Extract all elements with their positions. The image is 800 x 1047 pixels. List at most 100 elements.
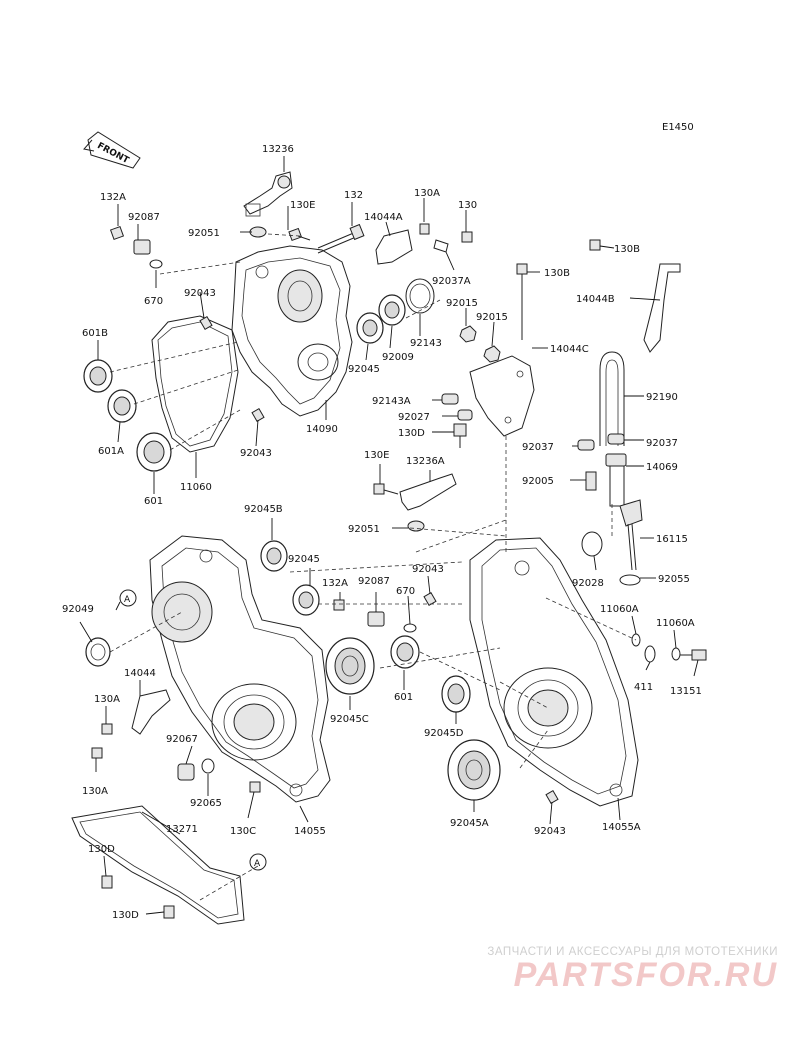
cover-14090 <box>231 245 353 417</box>
label-601-mid: 601 <box>394 692 413 703</box>
bearing-92045b <box>260 540 288 572</box>
switch-92087-mid <box>367 611 385 627</box>
plug-92067 <box>177 763 195 781</box>
watermark-caption: ЗАПЧАСТИ И АКСЕССУАРЫ ДЛЯ МОТОТЕХНИКИ <box>487 946 778 958</box>
bolt-130d-mid <box>453 423 467 448</box>
crankcase-14055 <box>149 535 331 803</box>
seal-92049 <box>85 637 111 667</box>
label-130a-top: 130A <box>414 188 440 199</box>
label-601-top: 601 <box>144 496 163 507</box>
clamp-92037-l <box>577 439 595 451</box>
label-11060a-b: 11060A <box>656 618 695 629</box>
dowel-pin-92043-low <box>423 591 437 607</box>
label-130a-l: 130A <box>94 694 120 705</box>
label-132a-top: 132A <box>100 192 126 203</box>
label-14044c: 14044C <box>550 344 589 355</box>
label-14044b: 14044B <box>576 294 615 305</box>
seal-92051-top <box>249 226 267 238</box>
bolt-130a-l <box>101 723 113 735</box>
dowel-pin-92043-bot <box>545 789 559 805</box>
label-130b-a: 130B <box>544 268 570 279</box>
label-130c: 130C <box>230 826 256 837</box>
dowel-pin-92043-top <box>199 315 213 331</box>
label-92190: 92190 <box>646 392 678 403</box>
label-601a: 601A <box>98 446 124 457</box>
label-92028: 92028 <box>572 578 604 589</box>
label-92143: 92143 <box>410 338 442 349</box>
front-label: FRONT <box>95 141 131 166</box>
diagram-code: E1450 <box>662 122 694 133</box>
label-92051-top: 92051 <box>188 228 220 239</box>
label-130: 130 <box>458 200 477 211</box>
svg-text:A: A <box>254 859 261 869</box>
label-92005: 92005 <box>522 476 554 487</box>
bolt-13151 <box>680 649 707 661</box>
label-92037-r: 92037 <box>646 438 678 449</box>
label-92045a: 92045A <box>450 818 489 829</box>
clamp-92037a <box>433 239 449 253</box>
label-16115: 16115 <box>656 534 688 545</box>
label-601b: 601B <box>82 328 108 339</box>
bearing-92009 <box>378 294 406 326</box>
bearing-601a <box>107 389 137 423</box>
label-92045-top: 92045 <box>348 364 380 375</box>
label-92043-low: 92043 <box>412 564 444 575</box>
label-14044a: 14044A <box>364 212 403 223</box>
neutral-switch-92087-top <box>133 239 151 255</box>
label-92045d: 92045D <box>424 728 464 739</box>
label-92051-mid: 92051 <box>348 524 380 535</box>
bolt-130e-mid <box>373 483 399 495</box>
collar-92027 <box>457 409 473 421</box>
bolt-130b-b <box>589 239 601 251</box>
o-ring-670-mid <box>403 623 417 633</box>
svg-text:A: A <box>124 595 131 605</box>
assembly-axes <box>109 233 637 901</box>
label-130e-mid: 130E <box>364 450 389 461</box>
bracket-14044c <box>469 355 535 437</box>
label-132a-mid: 132A <box>322 578 348 589</box>
seal-92028 <box>581 531 603 557</box>
collar-92143 <box>405 278 435 314</box>
washer-92065 <box>201 758 215 774</box>
crankcase-14055a <box>469 537 639 807</box>
bolt-130a-low <box>91 747 103 759</box>
callout-a-bottom: A <box>249 853 267 871</box>
part-labels: 13236 132A 92087 92051 130E 132 14044A 1… <box>62 144 702 921</box>
label-132: 132 <box>344 190 363 201</box>
nut-92015-a <box>459 325 477 343</box>
bearing-92045-mid <box>292 584 320 616</box>
plate-13271 <box>71 805 245 925</box>
nut-92015-b <box>483 345 501 363</box>
o-ring-670-top <box>149 259 163 269</box>
dowel-pin-92043-mid <box>251 407 265 423</box>
bearing-92045-top <box>356 312 384 344</box>
label-11060: 11060 <box>180 482 212 493</box>
callout-a-left: A <box>119 589 137 607</box>
label-92049: 92049 <box>62 604 94 615</box>
label-13236a: 13236A <box>406 456 445 467</box>
label-92045b: 92045B <box>244 504 283 515</box>
bolt-130-top <box>461 231 473 243</box>
label-13236: 13236 <box>262 144 294 155</box>
label-13151: 13151 <box>670 686 702 697</box>
watermark: ЗАПЧАСТИ И АКСЕССУАРЫ ДЛЯ МОТОТЕХНИКИ PA… <box>478 946 778 995</box>
label-14055: 14055 <box>294 826 326 837</box>
clamp-92037-r <box>607 433 625 445</box>
dipstick-16115 <box>619 499 643 571</box>
label-92065: 92065 <box>190 798 222 809</box>
bearing-92045c <box>325 637 375 695</box>
bolt-130c <box>249 781 261 793</box>
bolt-130e-top <box>288 227 311 242</box>
label-92055: 92055 <box>658 574 690 585</box>
label-130b-b: 130B <box>614 244 640 255</box>
label-670-top: 670 <box>144 296 163 307</box>
bearing-601-top <box>136 432 172 472</box>
bolt-132a-top <box>109 225 125 241</box>
label-92043-mid: 92043 <box>240 448 272 459</box>
label-92015-a: 92015 <box>446 298 478 309</box>
label-11060a-a: 11060A <box>600 604 639 615</box>
label-14044: 14044 <box>124 668 156 679</box>
label-13271: 13271 <box>166 824 198 835</box>
bolt-130a-top <box>419 223 430 235</box>
